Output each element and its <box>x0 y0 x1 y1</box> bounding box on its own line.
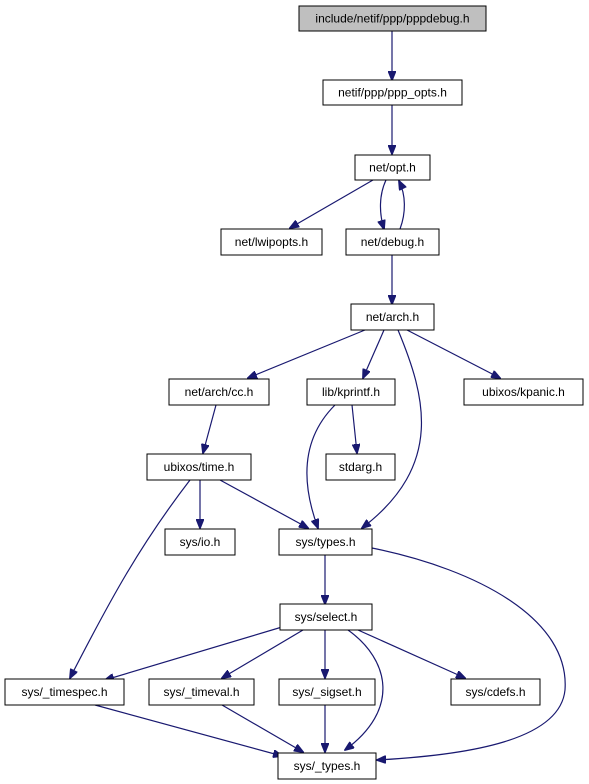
node-arch-h[interactable]: net/arch.h <box>350 303 435 331</box>
node-lwipopts-h[interactable]: net/lwipopts.h <box>220 228 323 256</box>
node-label: sys/_types.h <box>294 759 361 773</box>
node-types-h[interactable]: sys/types.h <box>278 528 373 556</box>
edge-arch-to-kpanic <box>406 329 500 378</box>
edge-arch-to-cc <box>248 329 366 378</box>
node-label: net/arch/cc.h <box>185 385 254 399</box>
node-label: ubixos/kpanic.h <box>482 385 565 399</box>
node-label: sys/cdefs.h <box>465 685 525 699</box>
node-sigset-h[interactable]: sys/_sigset.h <box>278 678 376 706</box>
node-label: sys/io.h <box>180 535 221 549</box>
node-ppp-opts-h[interactable]: netif/ppp/ppp_opts.h <box>322 79 463 106</box>
node-opt-h[interactable]: net/opt.h <box>354 154 431 181</box>
edge-opt-to-debug <box>380 179 387 229</box>
node-pppdebug-h[interactable]: include/netif/ppp/pppdebug.h <box>298 5 487 32</box>
edge-timeval-to-sys-types <box>221 704 303 752</box>
node-kprintf-h[interactable]: lib/kprintf.h <box>306 378 396 406</box>
edge-select-to-sys-types <box>345 629 384 750</box>
node-label: sys/types.h <box>295 535 355 549</box>
edge-timespec-to-sys-types <box>94 704 282 756</box>
node-label: sys/_timeval.h <box>163 685 239 699</box>
node-label: stdarg.h <box>339 460 382 474</box>
edge-kprintf-to-stdarg <box>351 404 357 453</box>
node-cc-h[interactable]: net/arch/cc.h <box>168 378 270 406</box>
node-label: sys/select.h <box>295 610 358 624</box>
edge-select-to-cdefs <box>357 629 465 678</box>
edge-types-to-sys-types <box>371 547 566 760</box>
node-label: net/opt.h <box>369 161 416 175</box>
node-kpanic-h[interactable]: ubixos/kpanic.h <box>463 378 584 406</box>
edge-arch-to-kprintf <box>363 329 385 378</box>
edge-select-to-timespec <box>105 626 283 680</box>
nodes: include/netif/ppp/pppdebug.h netif/ppp/p… <box>4 5 584 780</box>
edges <box>70 31 566 760</box>
node-select-h[interactable]: sys/select.h <box>279 603 373 631</box>
node-label: ubixos/time.h <box>164 460 235 474</box>
edge-select-to-timeval <box>222 629 304 678</box>
node-debug-h[interactable]: net/debug.h <box>345 228 440 256</box>
node-label: netif/ppp/ppp_opts.h <box>338 86 447 100</box>
node-label: include/netif/ppp/pppdebug.h <box>315 12 469 26</box>
edge-arch-to-types <box>362 329 422 528</box>
edge-time-to-timespec <box>70 479 191 678</box>
node-timeval-h[interactable]: sys/_timeval.h <box>148 678 255 706</box>
node-cdefs-h[interactable]: sys/cdefs.h <box>450 678 541 706</box>
edge-debug-to-opt <box>399 181 404 230</box>
node-stdarg-h[interactable]: stdarg.h <box>325 453 396 481</box>
node-label: net/lwipopts.h <box>235 235 308 249</box>
edge-opt-to-lwipopts <box>290 179 374 228</box>
node-io-h[interactable]: sys/io.h <box>164 528 236 556</box>
node-label: net/arch.h <box>366 310 419 324</box>
edge-kprintf-to-types <box>306 404 336 528</box>
node-label: net/debug.h <box>361 235 424 249</box>
node-sys-types-h[interactable]: sys/_types.h <box>277 752 377 780</box>
node-label: sys/_timespec.h <box>21 685 107 699</box>
node-timespec-h[interactable]: sys/_timespec.h <box>4 678 125 706</box>
edge-cc-to-time <box>203 404 217 453</box>
node-label: sys/_sigset.h <box>292 685 361 699</box>
node-label: lib/kprintf.h <box>322 385 380 399</box>
node-time-h[interactable]: ubixos/time.h <box>146 453 252 481</box>
edge-time-to-types <box>219 479 308 528</box>
